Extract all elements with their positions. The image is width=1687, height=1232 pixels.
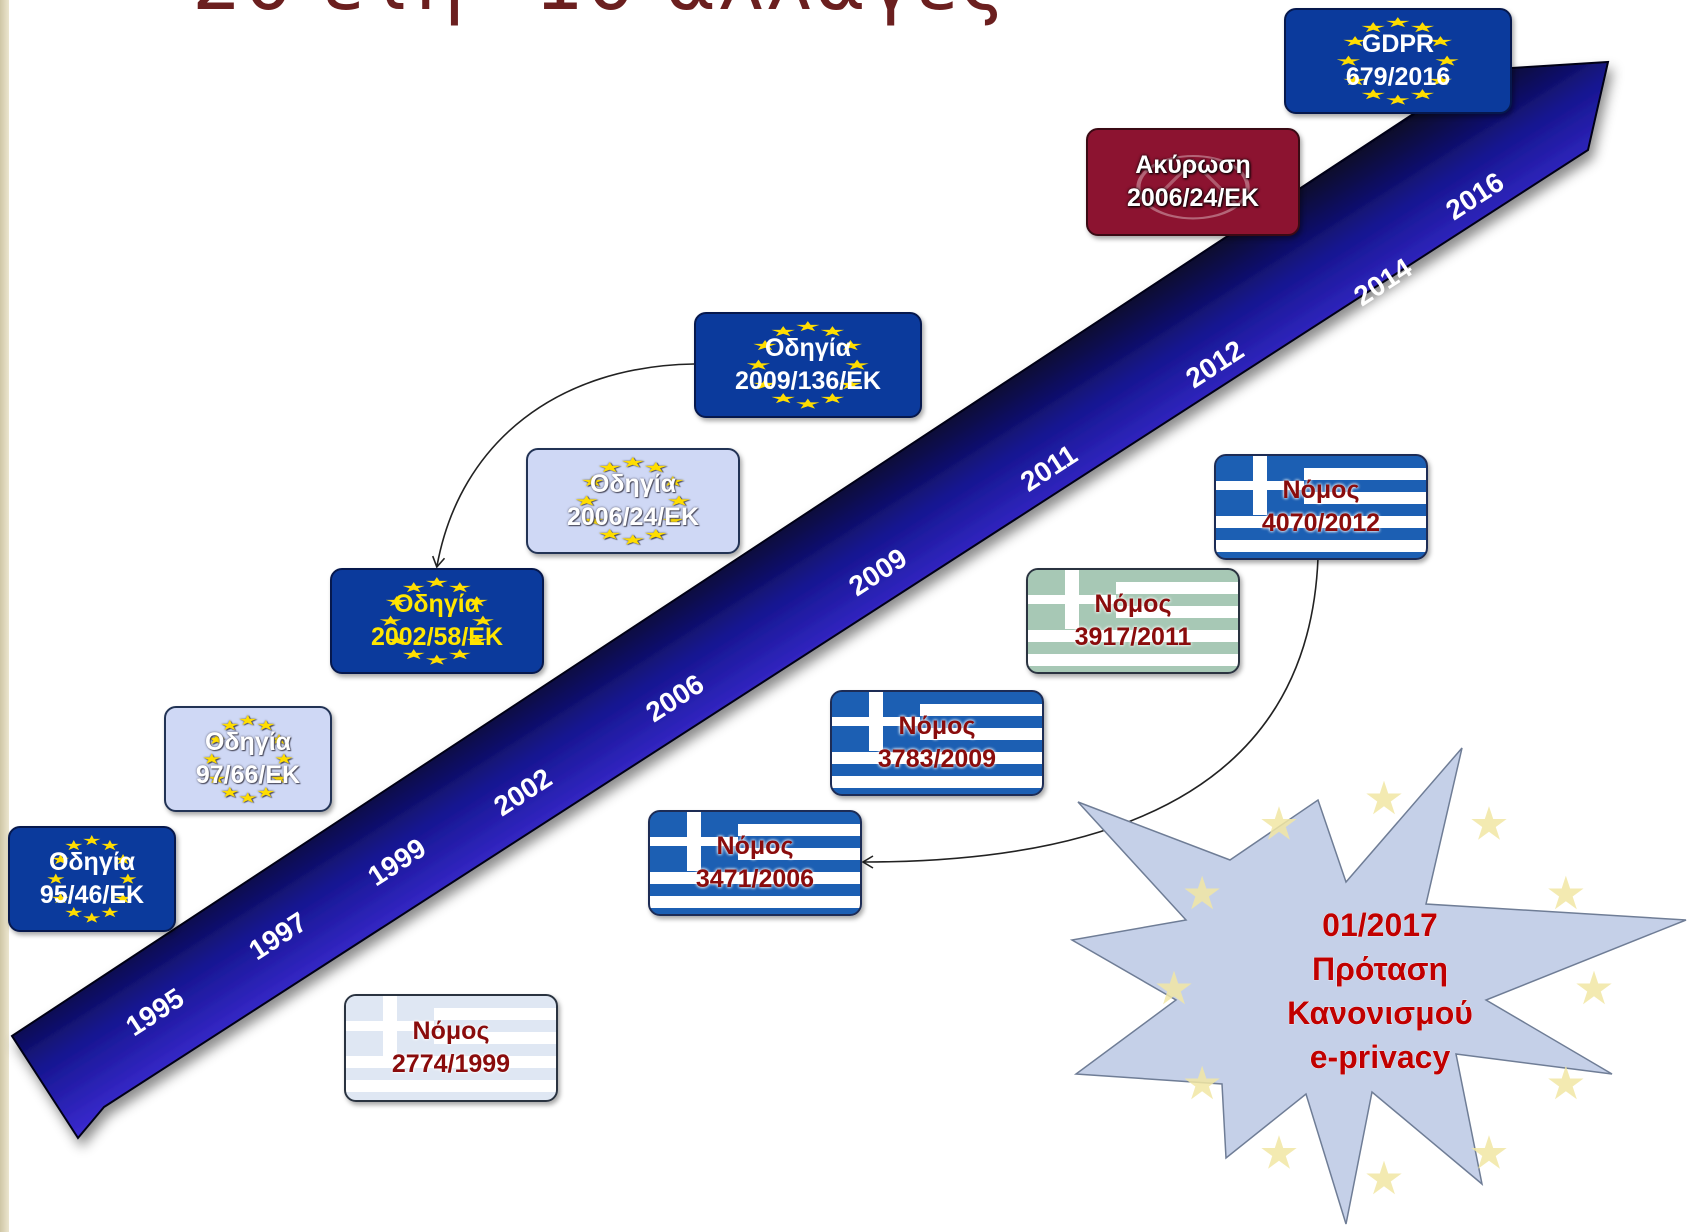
law-number: 4070/2012: [1261, 509, 1381, 537]
burst-eprivacy: e-privacy: [1310, 1039, 1451, 1075]
connector-2009-to-2002: [431, 363, 695, 569]
burst-star-icon: ★: [1182, 1057, 1223, 1109]
directive-number: 97/66/ΕΚ: [195, 761, 301, 789]
burst-star-icon: ★: [1468, 797, 1509, 849]
law-2774-1999: Νόμος 2774/1999: [344, 994, 558, 1102]
burst-proposal: Πρόταση: [1312, 951, 1448, 987]
burst-star-icon: ★: [1258, 1127, 1299, 1179]
greek-flag-icon: [1216, 456, 1305, 516]
burst-star-icon: ★: [1363, 772, 1404, 824]
law-label: Νόμος: [716, 832, 794, 860]
burst-regulation: Κανονισμού: [1287, 995, 1473, 1031]
law-3471-2006: Νόμος 3471/2006: [648, 810, 862, 916]
burst-star-icon: ★: [1545, 1057, 1586, 1109]
greek-flag-icon: [832, 692, 921, 752]
directive-label: Οδηγία: [393, 590, 481, 618]
burst-star-icon: ★: [1153, 962, 1194, 1014]
burst-star-icon: ★: [1573, 962, 1614, 1014]
directive-label: Οδηγία: [48, 848, 136, 876]
law-number: 2774/1999: [391, 1050, 511, 1078]
slide-edge-decoration: [0, 0, 9, 1232]
law-number: 3471/2006: [695, 865, 815, 893]
directive-label: Οδηγία: [764, 334, 852, 362]
burst-star-icon: ★: [1545, 867, 1586, 919]
burst-star-icon: ★: [1258, 797, 1299, 849]
directive-number: 2006/24/ΕΚ: [566, 503, 700, 531]
law-label: Νόμος: [1282, 476, 1360, 504]
directive-label: Οδηγία: [589, 470, 677, 498]
directive-number: 2009/136/ΕΚ: [735, 367, 881, 395]
greek-flag-icon: [650, 812, 739, 872]
burst-star-icon: ★: [1182, 867, 1223, 919]
gdpr-number: 679/2016: [1345, 63, 1451, 91]
directive-number: 2002/58/ΕΚ: [370, 623, 504, 651]
directive-number: 95/46/ΕΚ: [39, 881, 145, 909]
law-label: Νόμος: [412, 1017, 490, 1045]
burst-star-icon: ★: [1468, 1127, 1509, 1179]
law-4070-2012: Νόμος 4070/2012: [1214, 454, 1428, 560]
law-number: 3917/2011: [1074, 623, 1192, 651]
law-number: 3783/2009: [877, 745, 997, 773]
law-3783-2009: Νόμος 3783/2009: [830, 690, 1044, 796]
burst-shape: [1069, 747, 1687, 1225]
connector-4070-to-3471: [861, 557, 1319, 869]
law-label: Νόμος: [1094, 590, 1172, 618]
law-label: Νόμος: [898, 712, 976, 740]
greek-flag-icon: [1028, 570, 1117, 630]
annulment-number: 2006/24/ΕΚ: [1126, 184, 1260, 212]
burst-star-icon: ★: [1363, 1152, 1404, 1204]
annulment-label: Ακύρωση: [1135, 151, 1251, 179]
gdpr-label: GDPR: [1361, 30, 1435, 58]
directive-label: Οδηγία: [204, 728, 292, 756]
slide-title: 20 έτη– 10 αλλαγές: [192, 0, 1008, 28]
greek-flag-icon: [346, 996, 435, 1057]
law-3917-2011: Νόμος 3917/2011: [1026, 568, 1240, 674]
burst-date: 01/2017: [1322, 907, 1438, 943]
